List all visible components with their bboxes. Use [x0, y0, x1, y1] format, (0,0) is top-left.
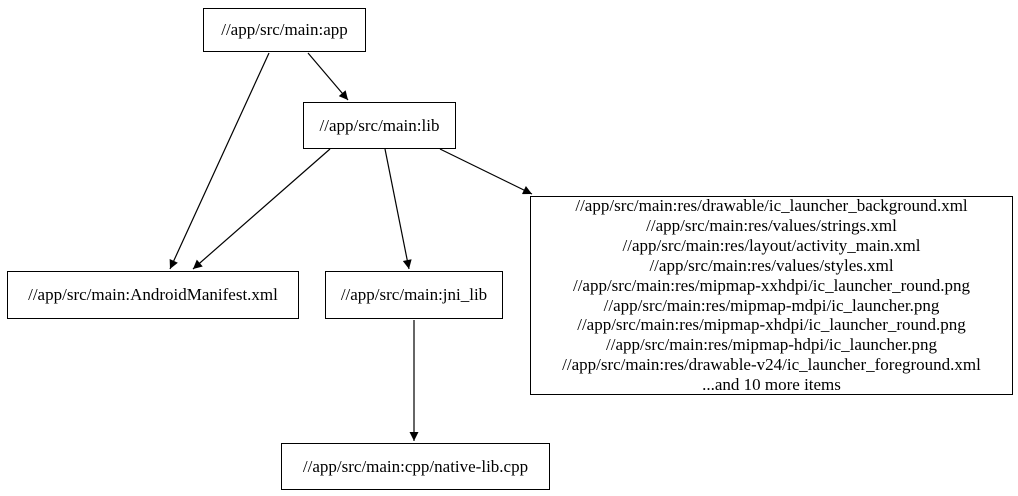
node-resources-group: //app/src/main:res/drawable/ic_launcher_… [530, 196, 1013, 395]
node-lib-label: //app/src/main:lib [319, 115, 440, 135]
resource-line: //app/src/main:res/drawable-v24/ic_launc… [562, 355, 981, 375]
resource-line: //app/src/main:res/values/strings.xml [646, 215, 897, 235]
resource-line: //app/src/main:res/layout/activity_main.… [622, 235, 921, 255]
node-lib: //app/src/main:lib [303, 102, 456, 149]
edge-lib-to-resources [439, 148, 533, 195]
resource-line-more-items: ...and 10 more items [702, 375, 841, 395]
node-app-label: //app/src/main:app [221, 20, 348, 39]
node-android-manifest-label: //app/src/main:AndroidManifest.xml [28, 285, 278, 304]
node-jni-lib-label: //app/src/main:jni_lib [340, 285, 488, 304]
resource-line: //app/src/main:res/mipmap-hdpi/ic_launch… [606, 335, 937, 355]
resource-line: //app/src/main:res/mipmap-mdpi/ic_launch… [603, 295, 940, 315]
node-android-manifest: //app/src/main:AndroidManifest.xml [7, 271, 299, 319]
edge-app-to-lib [307, 52, 349, 101]
resource-line: //app/src/main:res/values/styles.xml [649, 255, 894, 275]
edge-lib-to-manifest [192, 148, 331, 270]
node-app: //app/src/main:app [203, 8, 366, 52]
edge-app-to-manifest [169, 52, 270, 270]
resource-line: //app/src/main:res/drawable/ic_launcher_… [575, 195, 968, 215]
resource-line: //app/src/main:res/mipmap-xhdpi/ic_launc… [577, 315, 966, 335]
node-native-lib-cpp-label: //app/src/main:cpp/native-lib.cpp [302, 456, 529, 476]
resource-line: //app/src/main:res/mipmap-xxhdpi/ic_laun… [572, 275, 971, 295]
node-native-lib-cpp: //app/src/main:cpp/native-lib.cpp [281, 443, 550, 490]
edge-lib-to-jni-lib [384, 148, 412, 270]
node-jni-lib: //app/src/main:jni_lib [325, 271, 503, 319]
